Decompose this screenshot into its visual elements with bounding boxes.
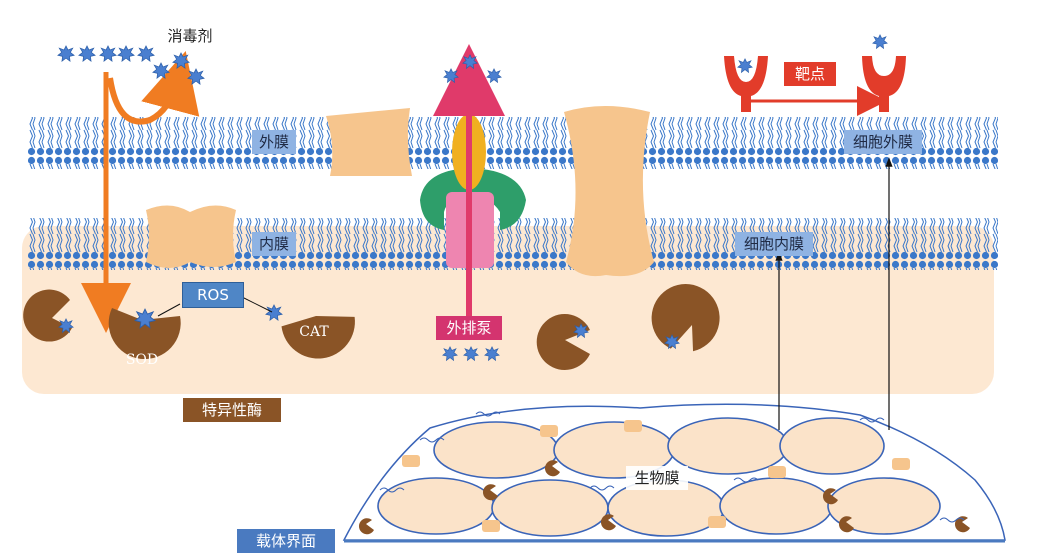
enzymes	[23, 284, 720, 370]
outer-membrane-protein	[326, 108, 412, 176]
target-label: 靶点	[784, 62, 836, 86]
efflux-released-molecules	[443, 54, 502, 83]
cat-label: CAT	[299, 324, 329, 340]
transmembrane-channel-protein	[564, 106, 654, 277]
enzyme-right	[651, 284, 720, 352]
biofilm-label: 生物膜	[626, 466, 688, 490]
ros-link-right	[239, 295, 273, 313]
efflux-pump-label: 外排泵	[436, 316, 502, 340]
specific-enzyme-label: 特异性酶	[183, 398, 281, 422]
enzyme-sod	[108, 308, 181, 360]
disinfectant-deflect-arrow	[107, 51, 200, 125]
outer-membrane-label: 外膜	[252, 130, 296, 154]
cell-inner-membrane-label: 细胞内膜	[735, 232, 813, 256]
ros-link-left	[157, 303, 181, 317]
enzyme-cat	[281, 316, 355, 359]
cell-outer-membrane-label: 细胞外膜	[844, 130, 922, 154]
target-receptors	[724, 34, 906, 116]
disinfectant-molecules	[57, 45, 205, 85]
carrier-interface-label: 载体界面	[237, 529, 335, 553]
efflux-pump	[420, 44, 526, 340]
inner-membrane-protein	[146, 205, 236, 268]
inner-membrane-label: 内膜	[252, 232, 296, 256]
enzyme-small-left	[23, 289, 72, 342]
outer-membrane-bilayer	[28, 117, 998, 169]
sod-label: SOD	[125, 352, 159, 368]
disinfectant-label: 消毒剂	[167, 27, 213, 45]
ros-label: ROS	[182, 282, 244, 308]
